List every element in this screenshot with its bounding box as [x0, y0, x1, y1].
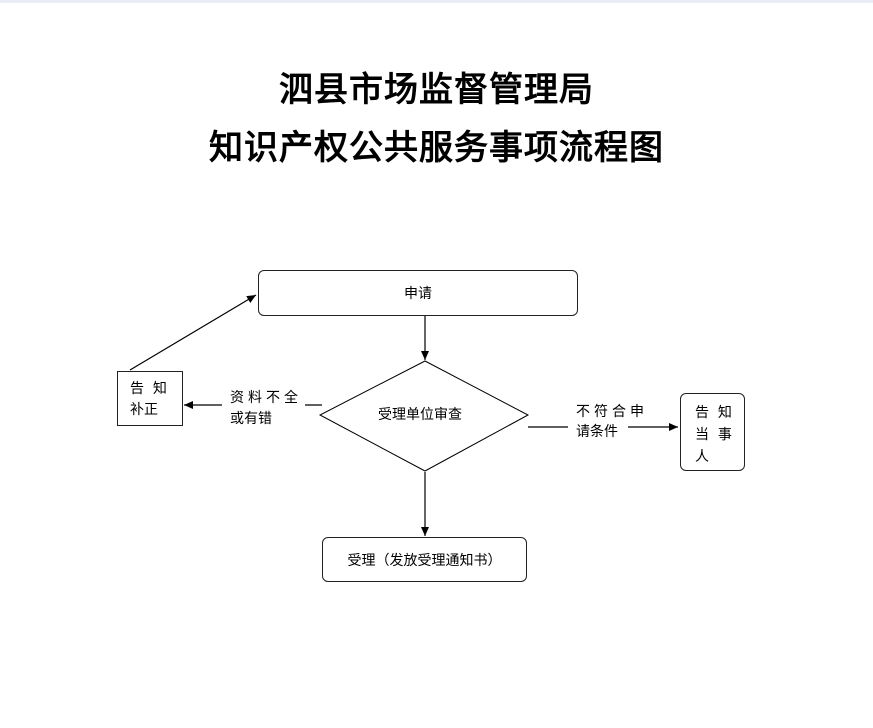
- not-qualified-label-line-2: 请条件: [576, 424, 618, 440]
- accept-node: 受理（发放受理通知书）: [322, 537, 527, 582]
- review-diamond: [318, 360, 530, 472]
- accept-label: 受理（发放受理通知书）: [347, 552, 502, 569]
- notify-correct-node: 告 知 补正: [117, 371, 183, 426]
- review-label: 受理单位审查: [378, 407, 462, 423]
- notify-party-node: 告 知 当 事 人: [680, 393, 745, 471]
- incomplete-label-line-2: 或有错: [230, 411, 272, 427]
- not-qualified-label-line-1: 不符合申: [576, 404, 648, 420]
- top-strip: [0, 0, 873, 3]
- notify-correct-line-2: 补正: [130, 402, 158, 418]
- apply-label: 申请: [404, 286, 432, 302]
- notify-party-line-3: 人: [695, 449, 709, 465]
- title-line-2: 知识产权公共服务事项流程图: [209, 128, 664, 168]
- incomplete-label-line-1: 资料不全: [230, 390, 302, 406]
- notify-party-line-1: 告 知: [695, 405, 732, 421]
- notify-party-line-2: 当 事: [695, 427, 732, 443]
- apply-node: 申请: [258, 270, 578, 316]
- title-line-1: 泗县市场监督管理局: [279, 70, 594, 110]
- arrow-notify-correct-to-apply: [129, 294, 257, 371]
- notify-correct-line-1: 告 知: [130, 381, 167, 397]
